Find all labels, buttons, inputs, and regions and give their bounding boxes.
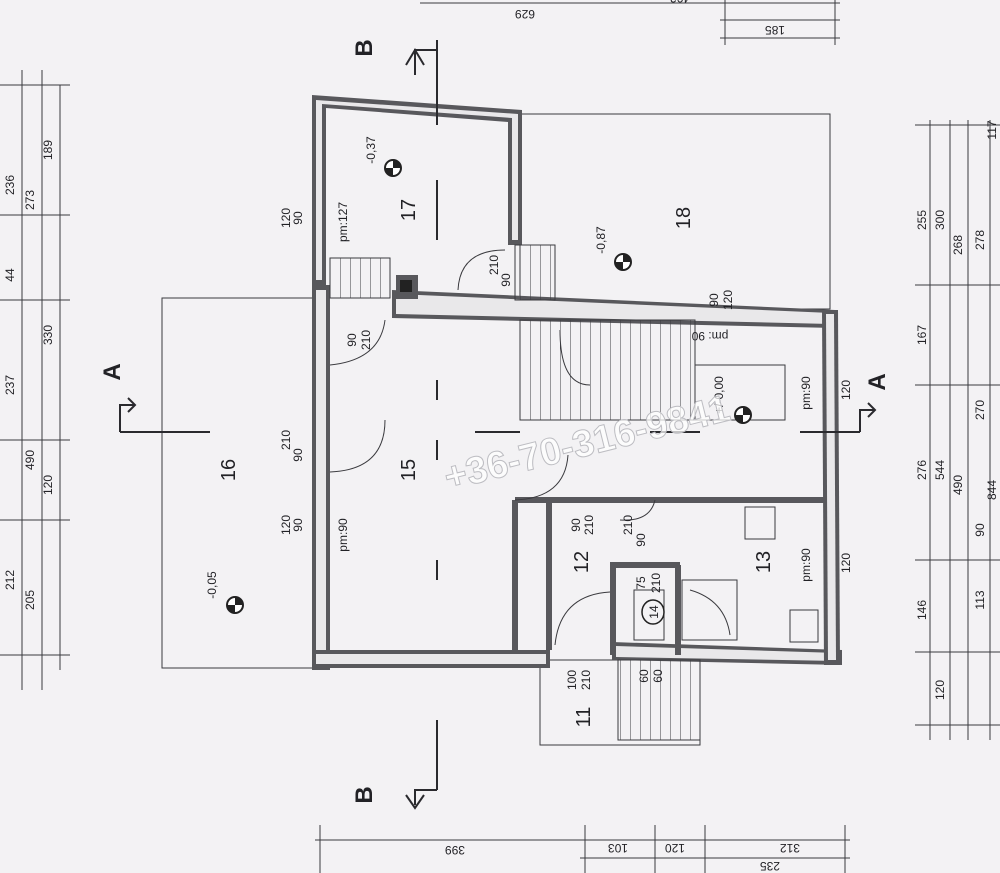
opening-dimension-label: 120 (839, 380, 853, 400)
opening-dimension-label: 100 (565, 670, 579, 690)
dim-right: 276 (915, 460, 929, 480)
room-15: 15 (398, 459, 420, 481)
opening-dimension-label: 210 (621, 515, 635, 535)
shower (681, 579, 738, 641)
dim-right: 278 (973, 230, 987, 250)
dim-top: 493 (670, 0, 690, 5)
dim-left: 205 (23, 590, 37, 610)
dim-bottom: 120 (665, 841, 685, 855)
room-16: 16 (218, 459, 240, 481)
section-mark-b-top: B (351, 39, 378, 56)
opening-dimension-label: 60 (637, 669, 651, 683)
level-15: +/-0,00 (712, 376, 726, 414)
dim-right: 270 (973, 400, 987, 420)
dim-right: 146 (915, 600, 929, 620)
opening-dimension-label: 90 (291, 211, 305, 225)
opening-dimension-label: 90 (345, 333, 359, 347)
room-13: 13 (753, 551, 775, 573)
section-mark-a-right: A (864, 373, 891, 390)
dim-right: 255 (915, 210, 929, 230)
opening-dimension-label: 90 (291, 518, 305, 532)
opening-dimension-label: pm: 90 (691, 329, 728, 343)
level-17: -0,37 (364, 136, 378, 164)
staircase (329, 244, 786, 741)
sink (744, 506, 776, 540)
dim-right: 544 (933, 460, 947, 480)
room-14: 14 (647, 605, 661, 619)
dim-right: 490 (951, 475, 965, 495)
dimension-texts: 629 493 185 189 273 236 44 330 237 490 1… (3, 0, 999, 873)
dim-left: 237 (3, 375, 17, 395)
opening-dimension-label: pm:90 (799, 548, 813, 582)
opening-dimension-label: 90 (499, 273, 513, 287)
dim-bottom: 103 (608, 841, 628, 855)
dim-right: 167 (915, 325, 929, 345)
dim-bottom: 399 (445, 843, 465, 857)
dim-bottom: 235 (760, 859, 780, 873)
opening-dimension-label: 90 (634, 533, 648, 547)
room-18: 18 (673, 207, 695, 229)
opening-labels: 120 90 pm:127 210 90 90 210 210 90 120 9… (279, 202, 853, 690)
dim-right: 113 (973, 590, 987, 609)
opening-dimension-label: 120 (839, 553, 853, 573)
section-mark-a-left: A (99, 363, 126, 380)
opening-dimension-label: pm:90 (336, 518, 350, 552)
level-18: -0,87 (594, 226, 608, 254)
dim-top: 629 (515, 7, 535, 21)
opening-dimension-label: pm:90 (799, 376, 813, 410)
dim-bottom: 312 (780, 841, 800, 855)
opening-dimension-label: 210 (579, 670, 593, 690)
opening-dimension-label: 120 (279, 208, 293, 228)
dim-left: 273 (23, 190, 37, 210)
dim-left: 120 (41, 475, 55, 495)
opening-dimension-label: 75 (634, 576, 648, 590)
dim-right: 844 (985, 480, 999, 500)
dim-left: 236 (3, 175, 17, 195)
dim-right: 268 (951, 235, 965, 255)
opening-dimension-label: 210 (582, 515, 596, 535)
dim-left: 189 (41, 140, 55, 160)
room-17: 17 (398, 199, 420, 221)
dim-left: 490 (23, 450, 37, 470)
room-12: 12 (571, 551, 593, 573)
opening-dimension-label: 210 (279, 430, 293, 450)
opening-dimension-label: 210 (649, 573, 663, 593)
opening-dimension-label: 90 (291, 448, 305, 462)
dim-right: 300 (933, 210, 947, 230)
opening-dimension-label: 210 (359, 330, 373, 350)
dim-left: 44 (3, 268, 17, 282)
room-11: 11 (573, 707, 595, 728)
room-labels: 17 18 15 16 12 13 11 14 (218, 199, 775, 728)
level-16: -0,05 (205, 571, 219, 599)
dim-top: 185 (765, 23, 785, 37)
terrace-16 (161, 297, 323, 669)
opening-dimension-label: 120 (721, 290, 735, 310)
dim-right: 117 (985, 120, 999, 139)
opening-dimension-label: 210 (487, 255, 501, 275)
section-markers: B B A A (99, 39, 891, 810)
walls (312, 95, 842, 670)
opening-dimension-label: 90 (569, 518, 583, 532)
door-swings (329, 249, 656, 646)
dim-right: 120 (933, 680, 947, 700)
opening-dimension-label: pm:127 (336, 202, 350, 242)
level-markers: -0,37 -0,87 +/-0,00 -0,05 (205, 136, 752, 614)
opening-dimension-label: 120 (279, 515, 293, 535)
center-axis (120, 40, 860, 790)
dim-left: 330 (41, 325, 55, 345)
dim-right: 90 (973, 523, 987, 537)
opening-dimension-label: 90 (707, 293, 721, 307)
opening-dimension-label: 60 (651, 669, 665, 683)
section-mark-b-bottom: B (351, 786, 378, 803)
dim-left: 212 (3, 570, 17, 590)
